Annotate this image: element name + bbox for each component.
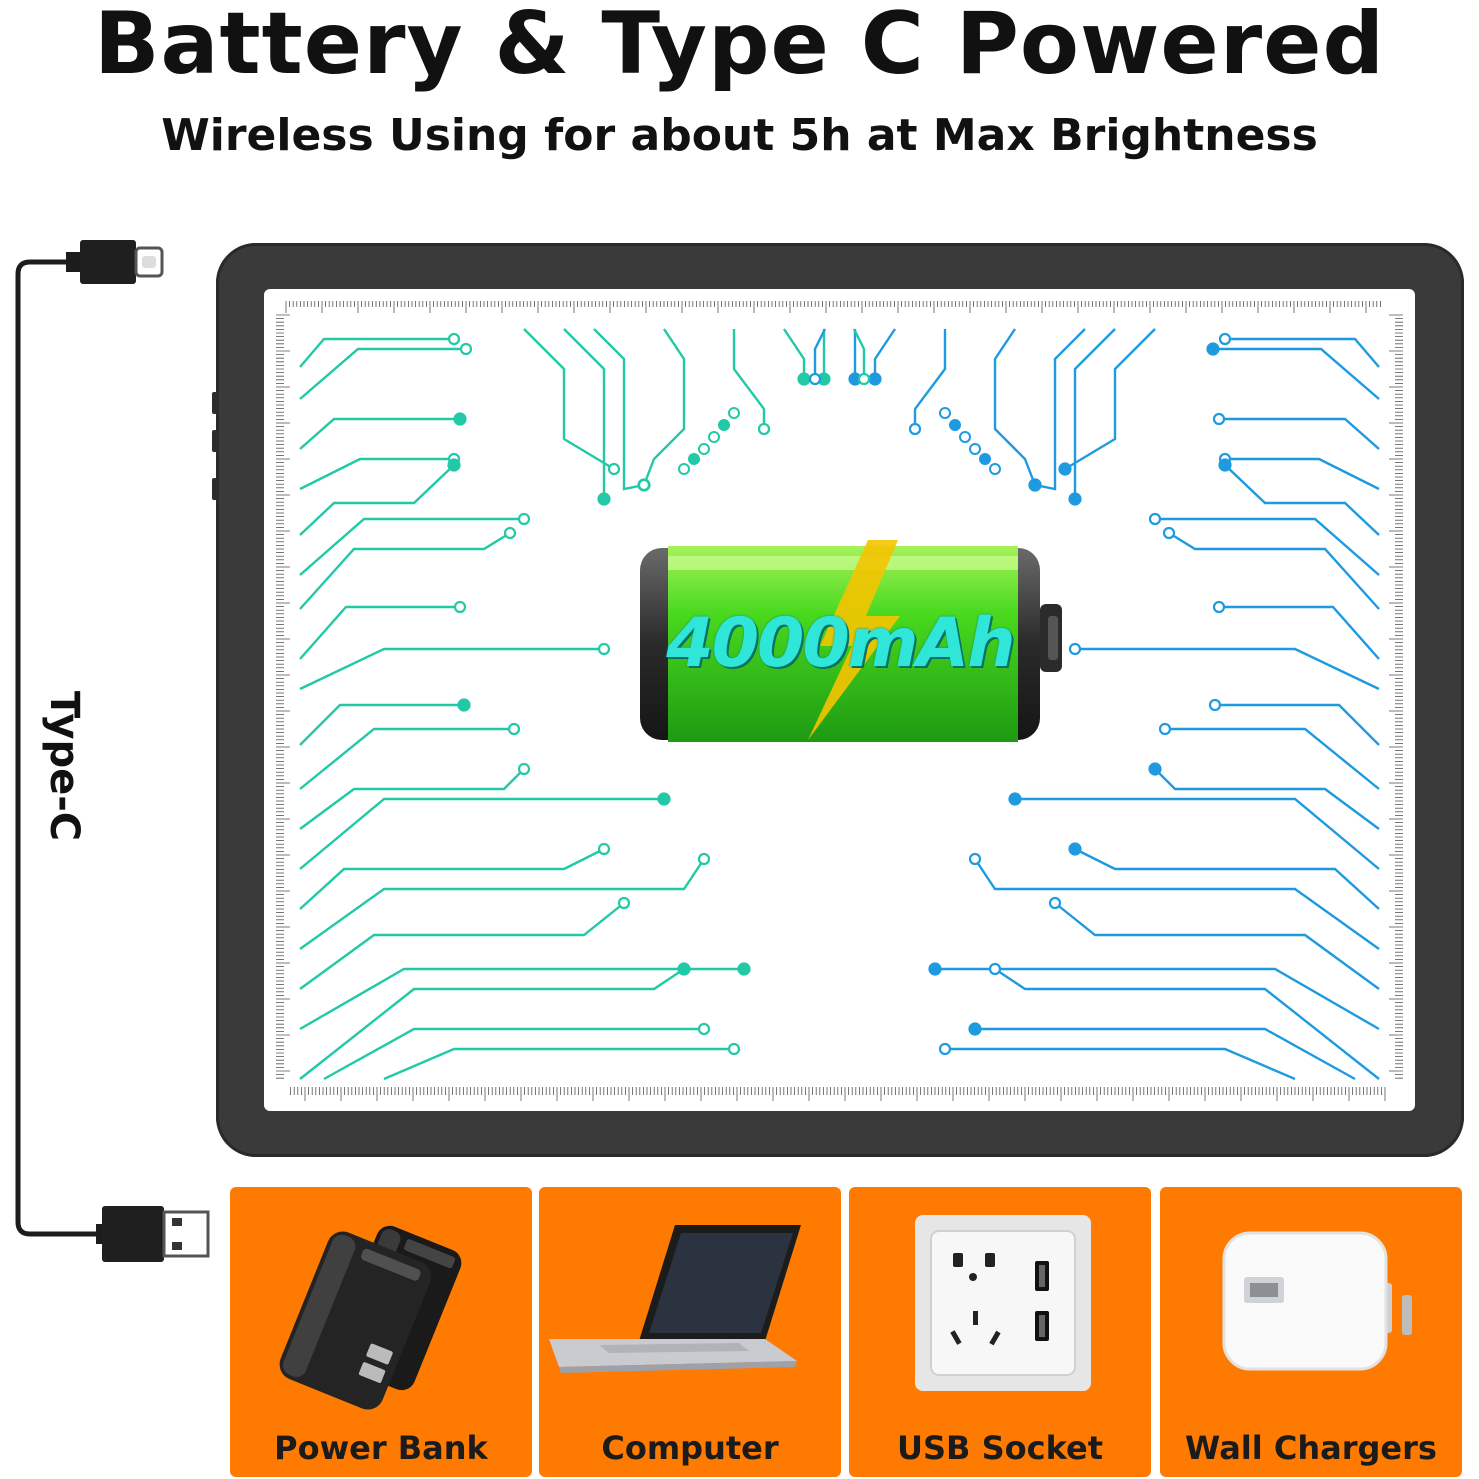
power-bank-icon <box>230 1187 532 1427</box>
computer-label: Computer <box>539 1429 841 1467</box>
power-bank-label: Power Bank <box>230 1429 532 1467</box>
wall-charger-card: Wall Chargers <box>1160 1187 1462 1477</box>
computer-card: Computer <box>539 1187 841 1477</box>
wall-socket-icon <box>849 1187 1151 1427</box>
laptop-icon <box>539 1187 841 1427</box>
usb-socket-card: USB Socket <box>849 1187 1151 1477</box>
battery-capacity-label: 4000mAh <box>655 604 1025 684</box>
usb-socket-label: USB Socket <box>849 1429 1151 1467</box>
power-bank-card: Power Bank <box>230 1187 532 1477</box>
wall-charger-icon <box>1160 1187 1462 1427</box>
wall-chargers-label: Wall Chargers <box>1160 1429 1462 1467</box>
